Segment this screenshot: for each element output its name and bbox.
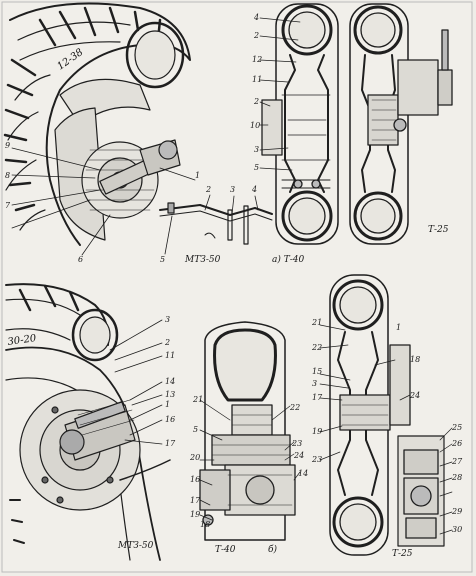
label-3: 3 bbox=[312, 379, 317, 388]
label-17: 17 bbox=[190, 496, 201, 505]
caption-t40-bottom: Т-40 bbox=[215, 545, 236, 555]
label-13: 13 bbox=[165, 390, 175, 399]
label-20: 20 bbox=[189, 453, 200, 462]
label-24: 24 bbox=[293, 451, 304, 460]
label-2: 2 bbox=[205, 185, 211, 194]
label-5: 5 bbox=[254, 163, 259, 172]
labels-bottom-t40: 21 5 22 20 23 24 14 16 17 19 18 bbox=[189, 395, 308, 529]
label-1: 1 bbox=[195, 171, 200, 180]
label-16: 16 bbox=[190, 475, 200, 484]
mtz50-bottom-wheel bbox=[5, 283, 171, 561]
t40-top-section bbox=[259, 3, 339, 245]
caption-t25-top: Т-25 bbox=[428, 225, 449, 235]
label-2b: 2 bbox=[253, 97, 259, 106]
label-21: 21 bbox=[192, 395, 203, 404]
caption-b-label: б) bbox=[268, 544, 277, 555]
label-3: 3 bbox=[230, 185, 235, 194]
mtz50-top-wheel bbox=[3, 2, 273, 256]
label-2: 2 bbox=[253, 31, 259, 40]
label-17: 17 bbox=[165, 439, 176, 448]
label-1: 1 bbox=[396, 323, 401, 332]
label-4: 4 bbox=[253, 13, 259, 22]
label-19: 19 bbox=[312, 427, 322, 436]
label-11: 11 bbox=[165, 351, 175, 360]
label-14: 14 bbox=[298, 469, 308, 478]
caption-t40-top: а) Т-40 bbox=[272, 254, 305, 265]
label-1: 1 bbox=[165, 400, 170, 409]
label-28: 28 bbox=[451, 473, 462, 482]
label-3: 3 bbox=[254, 145, 259, 154]
label-26: 26 bbox=[451, 439, 462, 448]
label-11: 11 bbox=[252, 75, 262, 84]
labels-bottom-left: 3 2 11 14 13 1 16 17 bbox=[164, 315, 176, 448]
label-16: 16 bbox=[165, 415, 175, 424]
label-9: 9 bbox=[5, 141, 10, 150]
label-21: 21 bbox=[311, 318, 322, 327]
label-10: 10 bbox=[250, 121, 260, 130]
caption-mtz50-top: МТЗ-50 bbox=[184, 255, 221, 265]
t25-top-section bbox=[349, 3, 453, 245]
label-18: 18 bbox=[410, 355, 420, 364]
labels-top-left: 9 8 7 6 1 2 3 4 5 bbox=[5, 141, 257, 264]
labels-bottom-t25: 21 22 1 18 15 3 17 19 23 24 25 26 27 28 … bbox=[311, 318, 463, 534]
label-25: 25 bbox=[451, 423, 462, 432]
label-23: 23 bbox=[291, 439, 302, 448]
label-14: 14 bbox=[165, 377, 175, 386]
label-27: 27 bbox=[451, 457, 463, 466]
label-24: 24 bbox=[409, 391, 420, 400]
labels-top-t40: 4 2 12 11 2 10 3 5 bbox=[250, 13, 262, 172]
label-8: 8 bbox=[5, 171, 10, 180]
label-29: 29 bbox=[451, 507, 462, 516]
label-23: 23 bbox=[311, 455, 322, 464]
label-12: 12 bbox=[252, 55, 262, 64]
t40-bottom-section bbox=[199, 321, 301, 541]
label-7: 7 bbox=[5, 201, 11, 210]
label-18: 18 bbox=[200, 520, 210, 529]
label-22: 22 bbox=[289, 403, 300, 412]
caption-t25-bottom: Т-25 bbox=[392, 549, 413, 559]
label-19: 19 bbox=[190, 510, 200, 519]
caption-mtz50-bottom: МТЗ-50 bbox=[117, 541, 154, 551]
label-6: 6 bbox=[78, 255, 83, 264]
label-5: 5 bbox=[193, 425, 198, 434]
label-22: 22 bbox=[311, 343, 322, 352]
label-17: 17 bbox=[312, 393, 323, 402]
label-30: 30 bbox=[452, 525, 462, 534]
label-4: 4 bbox=[251, 185, 257, 194]
label-5: 5 bbox=[160, 255, 165, 264]
label-15: 15 bbox=[312, 367, 322, 376]
tire-marking-bottom: 30-20 bbox=[7, 333, 38, 348]
label-3: 3 bbox=[165, 315, 170, 324]
label-2: 2 bbox=[164, 338, 170, 347]
t25-bottom-section bbox=[319, 274, 453, 556]
